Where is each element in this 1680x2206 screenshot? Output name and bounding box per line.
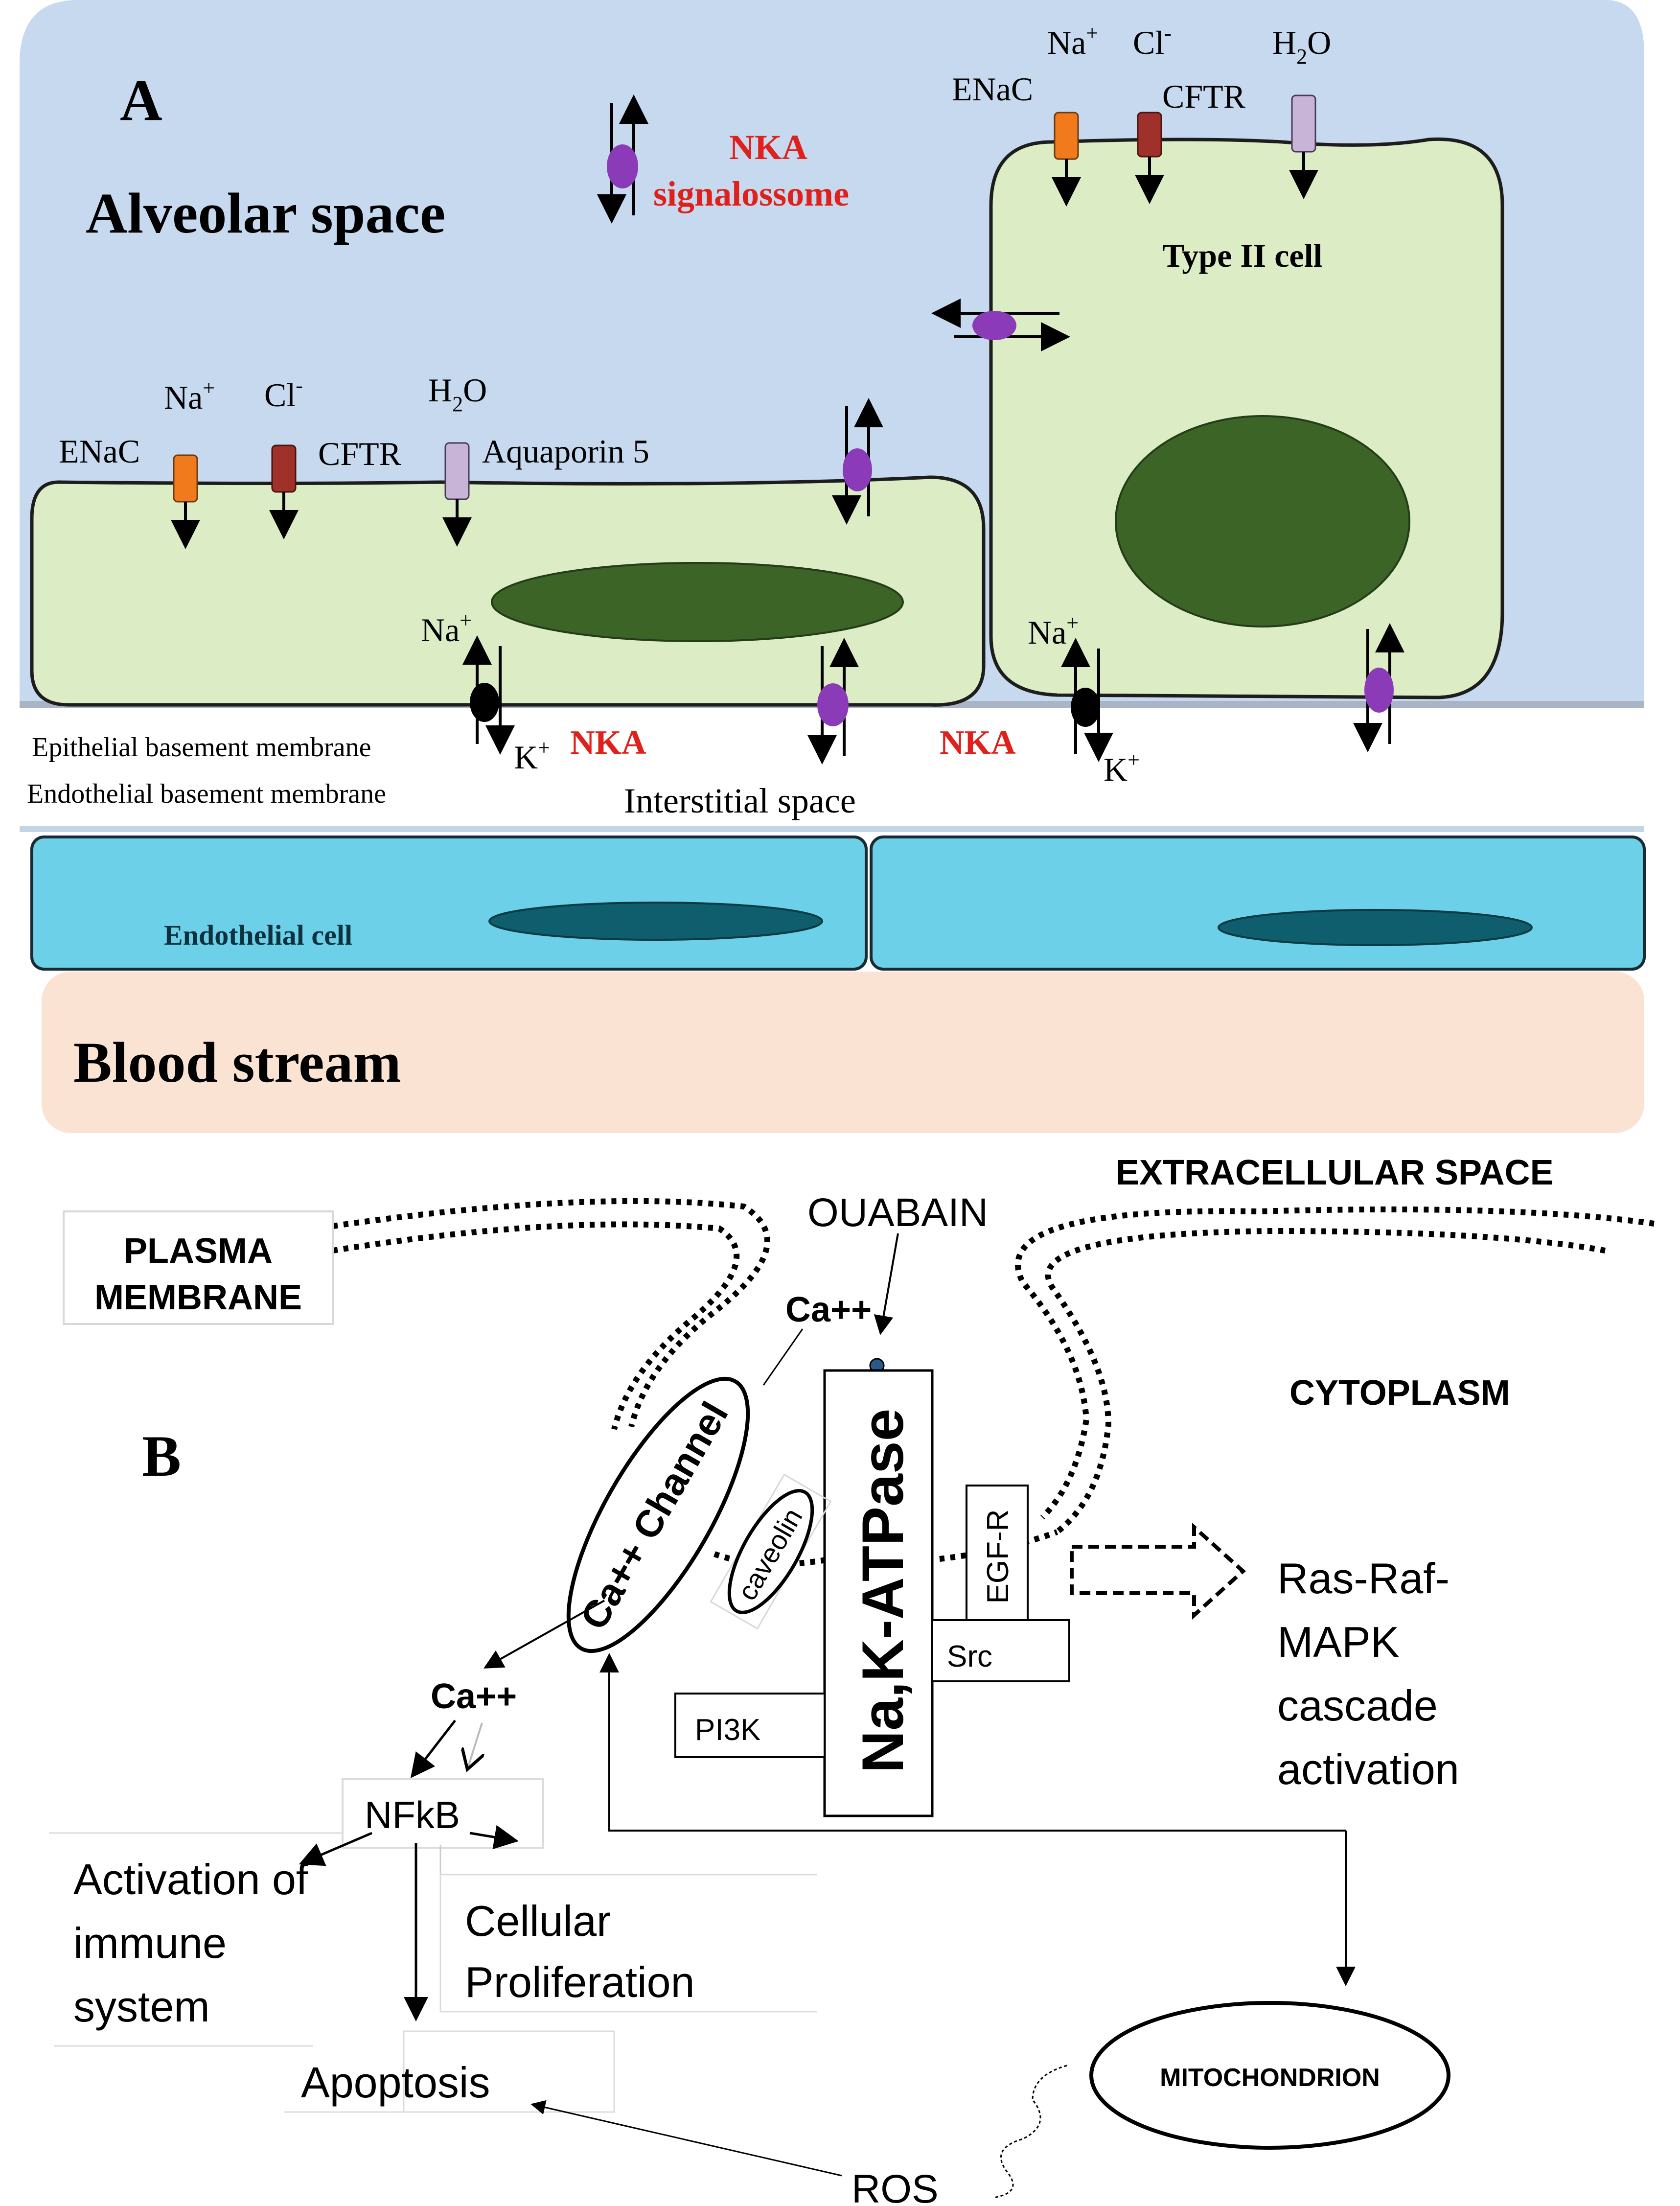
signalosome-type-ii-lateral bbox=[931, 299, 1070, 351]
ros-wavy-line bbox=[993, 2065, 1067, 2199]
ca-channel-ellipse bbox=[566, 1376, 750, 1653]
nka-pump-right bbox=[1061, 638, 1113, 762]
aquaporin-channel bbox=[442, 442, 472, 547]
epithelial-basement-membrane-label: Epithelial basement membrane bbox=[32, 732, 371, 763]
signalosome-legend-marker bbox=[597, 94, 648, 224]
ouabain-arrow bbox=[874, 1233, 899, 1335]
signalosome-type-i-apical bbox=[832, 398, 883, 525]
pi3k-box bbox=[674, 1693, 826, 1758]
endothelial-cell-right bbox=[870, 836, 1646, 971]
nka-label-right: NKA bbox=[940, 724, 1016, 762]
nka-signalosome-title-1: NKA bbox=[729, 128, 807, 167]
egfr-label: EGF-R bbox=[981, 1509, 1015, 1604]
interstitial-space-label: Interstitial space bbox=[624, 781, 856, 820]
enac-channel-right bbox=[1052, 112, 1081, 207]
enac-label-left: ENaC bbox=[59, 433, 140, 470]
apoptosis-label: Apoptosis bbox=[301, 2058, 490, 2107]
ros-to-apoptosis-arrow bbox=[530, 2100, 842, 2177]
signalosome-type-i-basal bbox=[807, 638, 859, 765]
src-box bbox=[931, 1619, 1070, 1682]
ca-to-nfkb-arrow bbox=[410, 1719, 456, 1778]
blood-stream-region bbox=[42, 972, 1644, 1133]
immune-label-3: system bbox=[73, 1982, 210, 2031]
type-ii-nucleus bbox=[1115, 415, 1410, 627]
immune-label-2: immune bbox=[73, 1919, 227, 1967]
h2o-label-left: H2O bbox=[428, 372, 487, 416]
proliferation-box bbox=[439, 1874, 817, 2013]
cftr-channel-left bbox=[269, 444, 299, 539]
nfkb-label: NFkB bbox=[365, 1793, 460, 1836]
ca-mid-label: Ca++ bbox=[431, 1677, 517, 1716]
proliferation-label-2: Proliferation bbox=[465, 1958, 695, 2006]
extracellular-space-label: EXTRACELLULAR SPACE bbox=[1116, 1153, 1554, 1192]
endothelial-basement-membrane-line bbox=[20, 826, 1644, 832]
egfr-box bbox=[966, 1485, 1029, 1626]
k-label-left: K+ bbox=[514, 736, 550, 776]
nka-label-left: NKA bbox=[570, 724, 646, 762]
panel-a-label: A bbox=[120, 68, 162, 133]
ca-channel-to-ca-arrow bbox=[483, 1600, 605, 1669]
panel-b-label: B bbox=[142, 1423, 181, 1488]
nka-signalosome-title-2: signalossome bbox=[653, 174, 849, 213]
enac-label-right: ENaC bbox=[952, 70, 1033, 108]
plasma-membrane-box bbox=[63, 1210, 334, 1325]
endothelial-basement-membrane-label: Endothelial basement membrane bbox=[27, 779, 386, 809]
cftr-label-right: CFTR bbox=[1162, 78, 1246, 115]
ca-to-nfkb-faint-arrow bbox=[467, 1722, 482, 1769]
caveolin-ellipse bbox=[727, 1489, 814, 1614]
alveolar-space-label: Alveolar space bbox=[86, 181, 445, 245]
cytoplasm-label: CYTOPLASM bbox=[1289, 1373, 1510, 1413]
enac-channel-left bbox=[171, 454, 200, 549]
type-i-nucleus bbox=[491, 562, 904, 642]
ouabain-label: OUABAIN bbox=[807, 1190, 988, 1235]
mitochondrion-ellipse bbox=[1089, 2001, 1450, 2150]
mitochondrion-label: MITOCHONDRION bbox=[1160, 2064, 1380, 2092]
aquaporin-channel-right bbox=[1289, 94, 1318, 199]
na-nka-label-left: Na+ bbox=[421, 608, 472, 649]
ca-top-label: Ca++ bbox=[785, 1290, 872, 1329]
blood-stream-label: Blood stream bbox=[73, 1030, 401, 1094]
aquaporin-label: Aquaporin 5 bbox=[482, 433, 649, 470]
plasma-membrane-label-1: PLASMA bbox=[124, 1231, 273, 1271]
feedback-arrows bbox=[599, 1653, 1356, 1986]
immune-box bbox=[49, 1832, 343, 2047]
pi3k-label: PI3K bbox=[695, 1713, 760, 1747]
cl-label-right: Cl- bbox=[1133, 21, 1172, 61]
immune-label-1: Activation of bbox=[73, 1855, 308, 1904]
cftr-channel-right bbox=[1135, 112, 1164, 204]
endothelial-nucleus-right bbox=[1218, 909, 1533, 946]
ca-top-connector bbox=[762, 1328, 804, 1386]
proliferation-label-1: Cellular bbox=[465, 1897, 611, 1945]
endothelial-cell-left bbox=[30, 836, 868, 971]
ras-raf-label-4: activation bbox=[1277, 1745, 1459, 1793]
k-label-right: K+ bbox=[1104, 748, 1140, 788]
panel-a: A Alveolar space NKA signalossome Type I… bbox=[20, 0, 1646, 1133]
na-nka-label-right: Na+ bbox=[1028, 611, 1079, 651]
h2o-label-right: H2O bbox=[1272, 24, 1331, 69]
panel-b: PLASMA MEMBRANE EXTRACELLULAR SPACE OUAB… bbox=[49, 1153, 1655, 2206]
nka-box bbox=[823, 1369, 934, 1817]
ras-raf-label-3: cascade bbox=[1277, 1681, 1438, 1730]
cftr-label-left: CFTR bbox=[318, 435, 402, 472]
plasma-membrane-label-2: MEMBRANE bbox=[94, 1278, 302, 1317]
nfkb-to-immune-arrow bbox=[299, 1832, 372, 1866]
endothelial-nucleus-left bbox=[488, 902, 823, 941]
nka-pump-left bbox=[462, 635, 515, 755]
na-label-right: Na+ bbox=[1047, 21, 1098, 61]
na-label-left: Na+ bbox=[164, 376, 215, 416]
nka-label: Na,K-ATPase bbox=[850, 1409, 916, 1773]
ras-raf-label-2: MAPK bbox=[1277, 1618, 1399, 1666]
cl-label-left: Cl- bbox=[264, 373, 303, 414]
nfkb-to-proliferation-arrow bbox=[469, 1825, 519, 1850]
signalosome-type-ii-basal bbox=[1353, 623, 1404, 752]
ras-raf-label-1: Ras-Raf- bbox=[1277, 1554, 1450, 1602]
src-label: Src bbox=[947, 1640, 992, 1673]
ros-label: ROS bbox=[852, 2167, 939, 2204]
ras-raf-hollow-arrow bbox=[1070, 1523, 1246, 1620]
apoptosis-box bbox=[403, 2030, 615, 2113]
type-ii-cell-label: Type II cell bbox=[1162, 237, 1322, 274]
endothelial-cell-label: Endothelial cell bbox=[164, 919, 352, 951]
